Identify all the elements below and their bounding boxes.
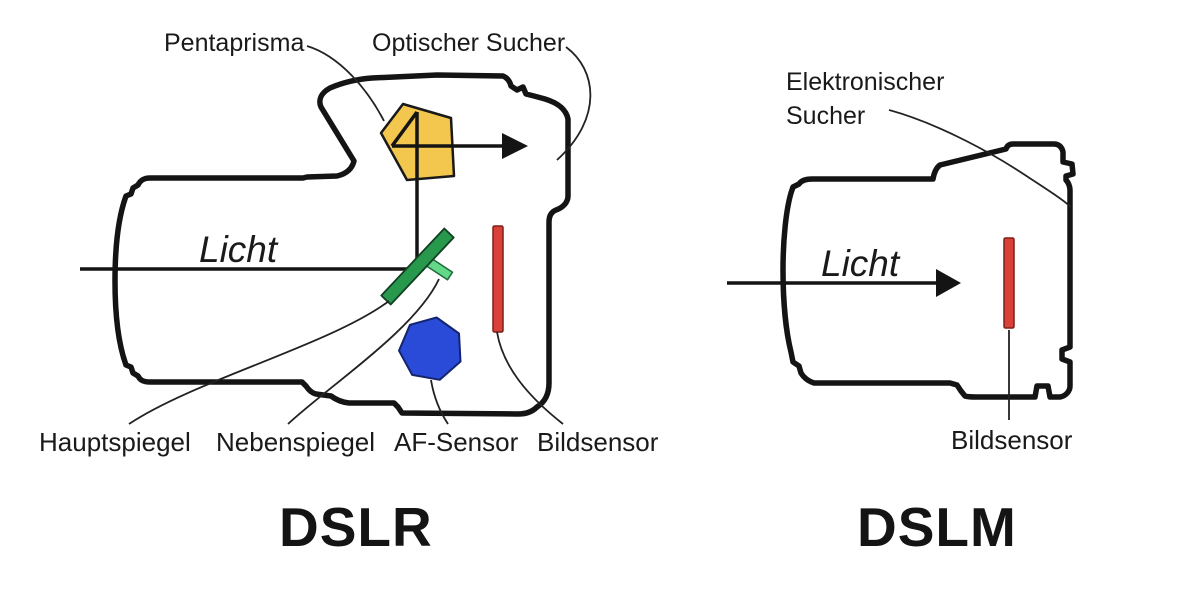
dslm-light-arrowhead	[936, 269, 961, 297]
dslm-image-sensor-shape	[1003, 237, 1015, 329]
af-sensor-label: AF-Sensor	[394, 427, 519, 457]
viewfinder-arrowhead	[502, 133, 528, 159]
pentaprism-reflection-ray	[390, 110, 419, 148]
evf-label-line1: Elektronischer	[786, 68, 945, 96]
dslr-image-sensor-leader-line	[496, 331, 564, 425]
dslr-light-label: Licht	[199, 229, 278, 270]
pentaprism-leader-line	[306, 45, 385, 122]
dslm-light-label: Licht	[821, 243, 900, 284]
evf-label-line2: Sucher	[786, 102, 866, 130]
pentaprism-label: Pentaprisma	[164, 29, 305, 57]
main-mirror-leader-line	[128, 300, 390, 425]
optical-viewfinder-leader-line	[556, 46, 592, 161]
main-mirror-shape	[380, 227, 455, 306]
dslm-image-sensor-label: Bildsensor	[951, 425, 1073, 455]
sub-mirror-label: Nebenspiegel	[216, 427, 376, 457]
dslr-image-sensor-shape	[492, 225, 504, 333]
dslm-title: DSLM	[857, 496, 1017, 558]
sub-mirror-leader-line	[287, 278, 440, 425]
af-sensor-shape	[398, 316, 462, 381]
dslr-image-sensor-label: Bildsensor	[537, 427, 659, 457]
dslr-title: DSLR	[279, 496, 433, 558]
optical-viewfinder-label: Optischer Sucher	[372, 29, 566, 57]
af-sensor-leader-line	[430, 379, 449, 425]
dslm-body-outline	[780, 141, 1076, 400]
main-mirror-label: Hauptspiegel	[39, 427, 191, 457]
evf-leader-line	[888, 109, 1072, 208]
